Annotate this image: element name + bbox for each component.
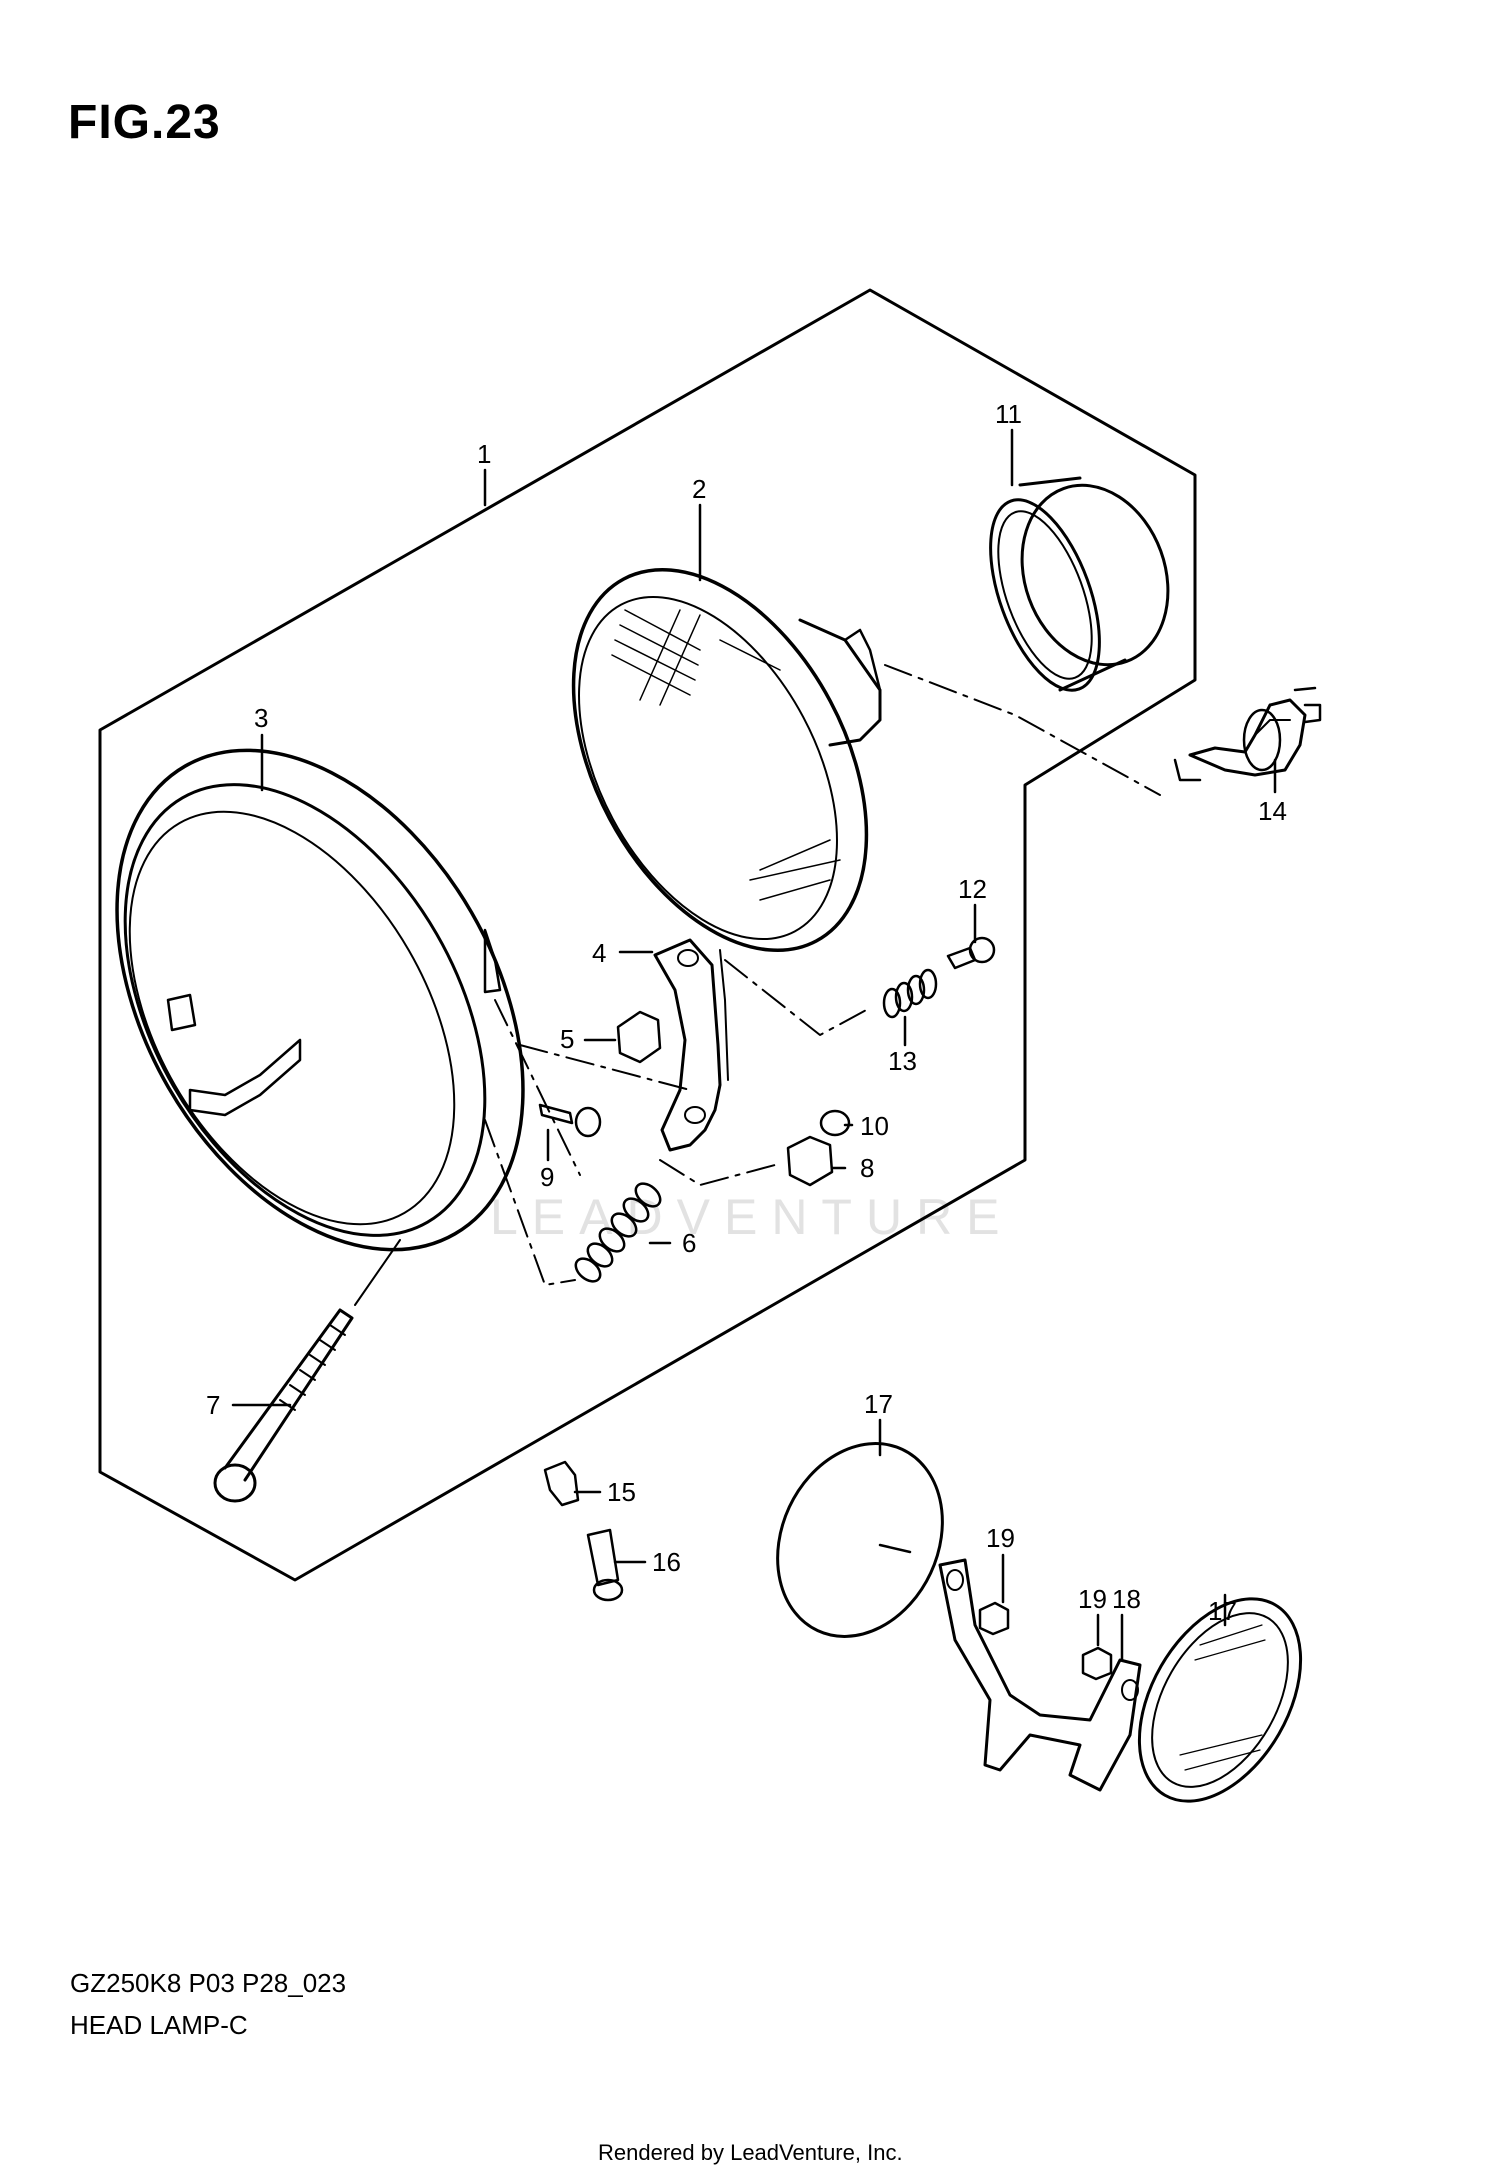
callout-2: 2	[692, 474, 706, 504]
spring-6	[574, 1182, 662, 1283]
screw-12	[946, 936, 996, 970]
nut-19a	[978, 1601, 1010, 1636]
callout-1: 1	[477, 439, 491, 469]
callout-19b: 19	[1078, 1584, 1107, 1614]
callout-19a: 19	[986, 1523, 1015, 1553]
nut-8	[786, 1135, 834, 1187]
headlamp-housing	[115, 748, 525, 1252]
callout-17a: 17	[864, 1389, 893, 1419]
callout-3: 3	[254, 703, 268, 733]
figure-title: FIG.23	[68, 96, 221, 149]
diagram-name: HEAD LAMP-C	[70, 2010, 248, 2040]
callout-15: 15	[607, 1477, 636, 1507]
callout-16: 16	[652, 1547, 681, 1577]
watermark: LEADVENTURE	[490, 1189, 1014, 1245]
callout-7: 7	[206, 1390, 220, 1420]
headlamp-bulb	[1173, 686, 1322, 782]
callout-10: 10	[860, 1111, 889, 1141]
reflector-left	[776, 1442, 944, 1638]
callout-12: 12	[958, 874, 987, 904]
callout-9: 9	[540, 1162, 554, 1192]
callout-5: 5	[560, 1024, 574, 1054]
callout-8: 8	[860, 1153, 874, 1183]
socket-cover	[989, 476, 1170, 692]
spring-13	[882, 968, 938, 1019]
part-15	[543, 1460, 580, 1507]
render-credit: Rendered by LeadVenture, Inc.	[598, 2140, 903, 2165]
reflector-bracket	[938, 1558, 1142, 1792]
callout-11: 11	[995, 399, 1022, 429]
callout-18: 18	[1112, 1584, 1141, 1614]
callout-17b: 17	[1208, 1596, 1237, 1626]
callout-6: 6	[682, 1228, 696, 1258]
screw-9	[538, 1103, 602, 1138]
callout-4: 4	[592, 938, 606, 968]
callout-14: 14	[1258, 796, 1287, 826]
part-16	[586, 1528, 624, 1602]
lamp-unit	[571, 567, 882, 953]
nut-19b	[1081, 1646, 1113, 1681]
assembly-boundary	[98, 288, 1197, 1582]
callout-13: 13	[888, 1046, 917, 1076]
model-code: GZ250K8 P03 P28_023	[70, 1968, 347, 1998]
reflector-right	[1137, 1597, 1303, 1803]
nut-5	[616, 1010, 662, 1064]
adjusting-screw-7	[213, 1239, 401, 1503]
adjuster-bracket	[653, 938, 729, 1152]
collar-10	[819, 1109, 851, 1137]
